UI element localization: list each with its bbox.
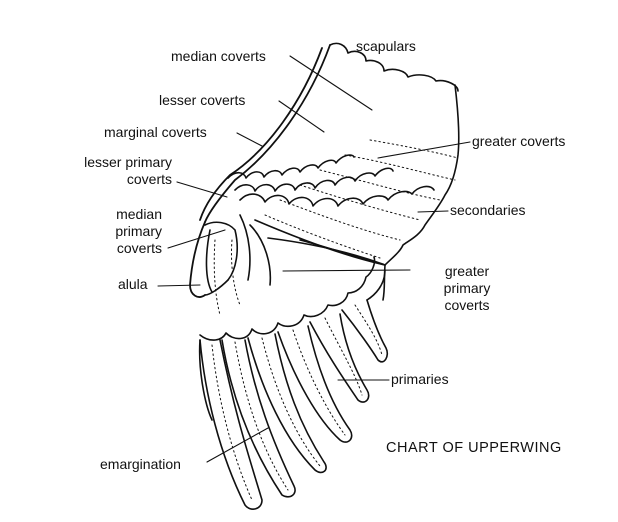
chart-title: CHART OF UPPERWING bbox=[386, 440, 562, 456]
lesser-coverts-feathers bbox=[227, 154, 355, 179]
label-emargination: emargination bbox=[100, 456, 181, 472]
label-median-coverts: median coverts bbox=[171, 48, 266, 64]
label-greater-primary-coverts-line1: greater bbox=[444, 263, 490, 279]
label-lesser-primary-coverts-line1: lesser primary bbox=[84, 154, 172, 170]
median-coverts-feathers bbox=[234, 167, 394, 192]
label-median-primary-coverts-line1: median bbox=[116, 206, 162, 222]
label-median-primary-coverts-line3: coverts bbox=[116, 240, 162, 256]
label-marginal-coverts: marginal coverts bbox=[104, 124, 207, 140]
label-scapulars: scapulars bbox=[356, 38, 416, 54]
label-median-primary-coverts: median primary coverts bbox=[115, 206, 162, 257]
greater-primary-coverts-feathers bbox=[199, 237, 386, 341]
primaries-feathers bbox=[198, 269, 389, 510]
label-median-primary-coverts-line2: primary bbox=[115, 223, 162, 239]
leading-edge bbox=[189, 44, 331, 298]
label-greater-primary-coverts-line2: primary bbox=[443, 280, 491, 296]
scapulars-feathers bbox=[329, 42, 459, 92]
label-greater-coverts: greater coverts bbox=[472, 133, 566, 149]
label-greater-primary-coverts-line3: coverts bbox=[444, 297, 490, 313]
label-lesser-primary-coverts-line2: coverts bbox=[126, 171, 172, 187]
feather-shafts bbox=[211, 139, 459, 501]
leader-lines bbox=[157, 55, 471, 463]
label-greater-primary-coverts: greater primary coverts bbox=[412, 263, 522, 314]
label-primaries: primaries bbox=[391, 371, 449, 387]
label-lesser-primary-coverts: lesser primary coverts bbox=[84, 154, 172, 188]
alula-feathers bbox=[204, 214, 272, 296]
label-lesser-coverts: lesser coverts bbox=[159, 92, 246, 108]
label-secondaries: secondaries bbox=[450, 202, 526, 218]
label-alula: alula bbox=[118, 276, 148, 292]
